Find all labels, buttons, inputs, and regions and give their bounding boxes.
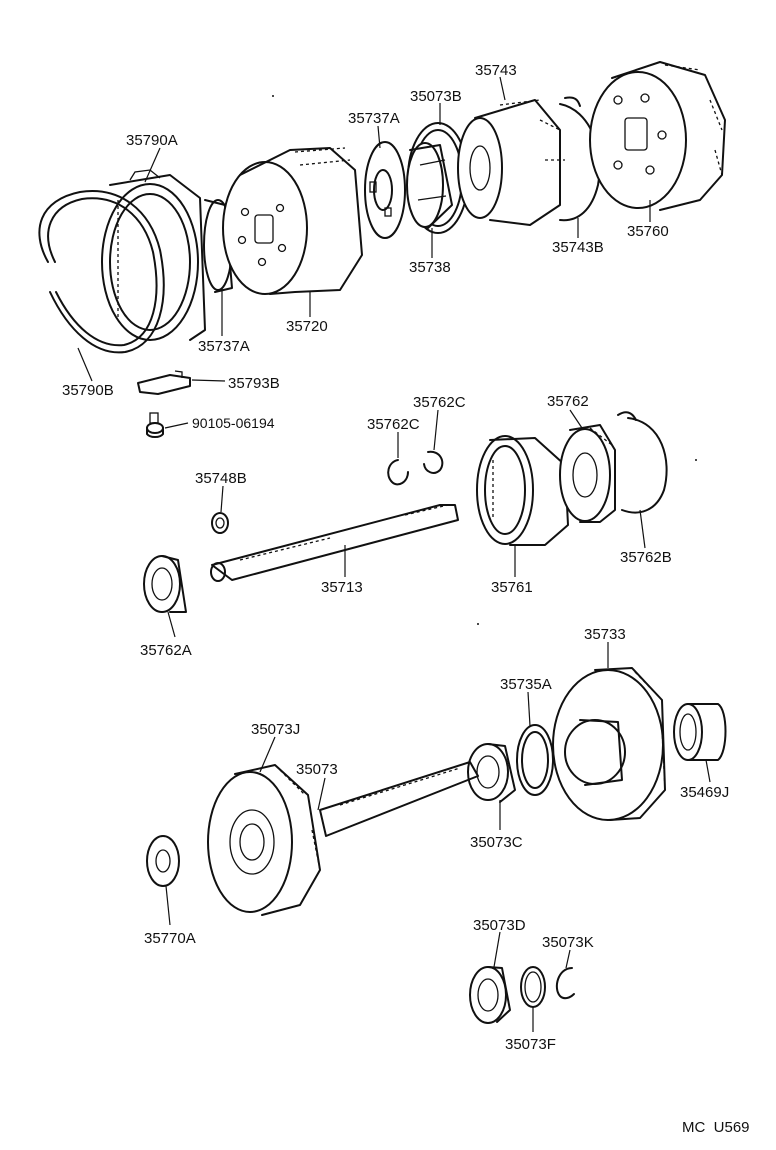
plate-35738 xyxy=(406,142,453,229)
carrier-35760 xyxy=(589,61,726,211)
label-35770A: 35770A xyxy=(144,930,196,947)
label-35743B: 35743B xyxy=(552,239,604,256)
bearing-35073D xyxy=(469,966,511,1024)
label-35762A: 35762A xyxy=(140,642,192,659)
label-35720: 35720 xyxy=(286,318,328,335)
carrier-35073J xyxy=(207,764,321,916)
label-35073K: 35073K xyxy=(542,934,594,951)
label-35760: 35760 xyxy=(627,223,669,240)
label-35735A: 35735A xyxy=(500,676,552,693)
label-35737A-bottom: 35737A xyxy=(198,338,250,355)
label-35743: 35743 xyxy=(475,62,517,79)
clip-35073K xyxy=(555,967,575,1000)
clip-35762C-a xyxy=(387,459,409,486)
label-35762C-b: 35762C xyxy=(413,394,466,411)
washer-35737A xyxy=(364,141,406,239)
part-labels: 35790A 35737A 35073B 35743 35737A 35720 … xyxy=(62,62,750,1136)
bushing-35469J xyxy=(673,703,727,761)
label-35713: 35713 xyxy=(321,579,363,596)
label-35073B: 35073B xyxy=(410,88,462,105)
bearing-35762A xyxy=(143,555,187,613)
ring-35735A xyxy=(516,724,554,796)
snap-ring-35762B xyxy=(617,411,668,514)
ring-35790A xyxy=(101,169,206,341)
bolt-90105-06194 xyxy=(146,412,164,438)
bushing-35748B xyxy=(211,512,229,534)
bearing-35073C xyxy=(467,743,516,803)
label-35762B: 35762B xyxy=(620,549,672,566)
shaft-35713 xyxy=(210,504,459,582)
label-35761: 35761 xyxy=(491,579,533,596)
label-35073F: 35073F xyxy=(505,1036,556,1053)
label-35733: 35733 xyxy=(584,626,626,643)
label-35073C: 35073C xyxy=(470,834,523,851)
label-35793B: 35793B xyxy=(228,375,280,392)
snap-ring-35790B xyxy=(38,190,165,354)
label-35762C-a: 35762C xyxy=(367,416,420,433)
label-35790A: 35790A xyxy=(126,132,178,149)
clip-35762C-b xyxy=(423,450,444,474)
label-35469J: 35469J xyxy=(680,784,729,801)
label-35073D: 35073D xyxy=(473,917,526,934)
drum-35761 xyxy=(476,435,569,546)
label-35073: 35073 xyxy=(296,761,338,778)
shaft-35073 xyxy=(319,761,479,837)
label-35762: 35762 xyxy=(547,393,589,410)
ring-gear-35733 xyxy=(552,667,666,821)
hub-35743 xyxy=(457,99,565,226)
footer-code: MC U569 xyxy=(682,1119,750,1136)
label-90105-06194: 90105-06194 xyxy=(192,415,275,431)
label-35737A-top: 35737A xyxy=(348,110,400,127)
washer-35770A xyxy=(146,835,180,887)
bracket-35793B xyxy=(137,370,191,395)
drum-35720 xyxy=(222,147,363,295)
ring-35073F xyxy=(520,966,546,1008)
label-35073J: 35073J xyxy=(251,721,300,738)
label-35748B: 35748B xyxy=(195,470,247,487)
label-35738: 35738 xyxy=(409,259,451,276)
gear-35762 xyxy=(559,424,616,523)
leader-lines xyxy=(77,76,711,1032)
label-35790B: 35790B xyxy=(62,382,114,399)
